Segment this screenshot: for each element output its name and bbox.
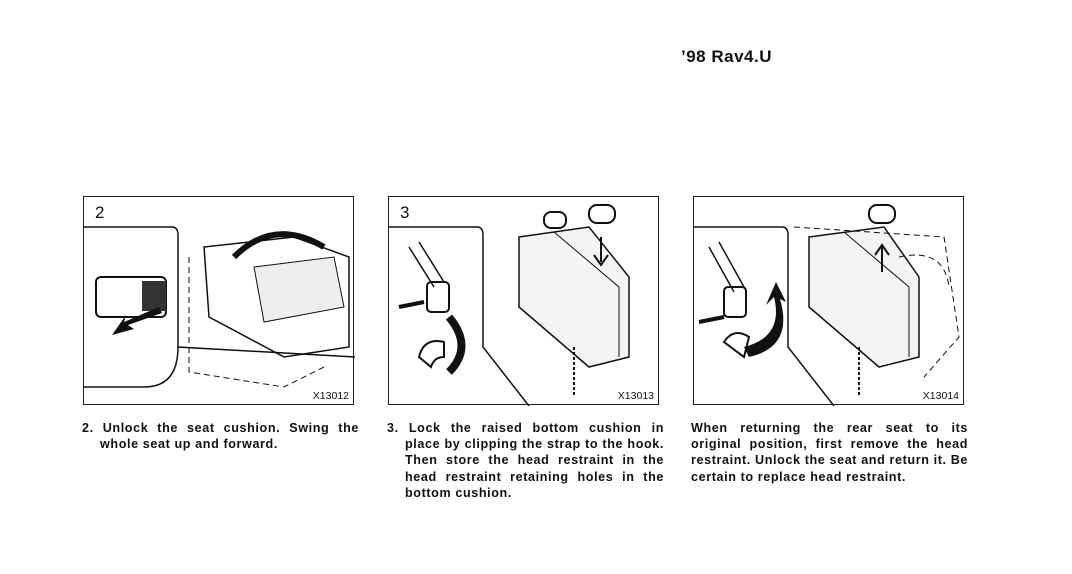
figure-unlock-seat-cushion: 2 X13012	[83, 196, 355, 405]
figure-code: X13013	[617, 390, 654, 402]
lock-cushion-illustration	[389, 204, 630, 406]
caption-return-seat: When returning the rear seat to its orig…	[691, 421, 968, 484]
document-header: ’98 Rav4.U	[681, 47, 772, 66]
return-seat-illustration	[694, 204, 960, 406]
figure-lock-cushion: 3 X13013	[388, 196, 659, 406]
caption-step-3: 3. Lock the raised bottom cushion in pla…	[387, 421, 664, 500]
seat-unlock-illustration	[84, 226, 355, 388]
figure-code: X13014	[922, 390, 959, 402]
figure-return-seat: X13014	[693, 196, 964, 406]
step-number: 3	[400, 203, 410, 222]
figure-code: X13012	[312, 390, 349, 402]
step-number: 2	[95, 203, 105, 222]
caption-step-2: 2. Unlock the seat cushion. Swing the wh…	[82, 421, 359, 452]
